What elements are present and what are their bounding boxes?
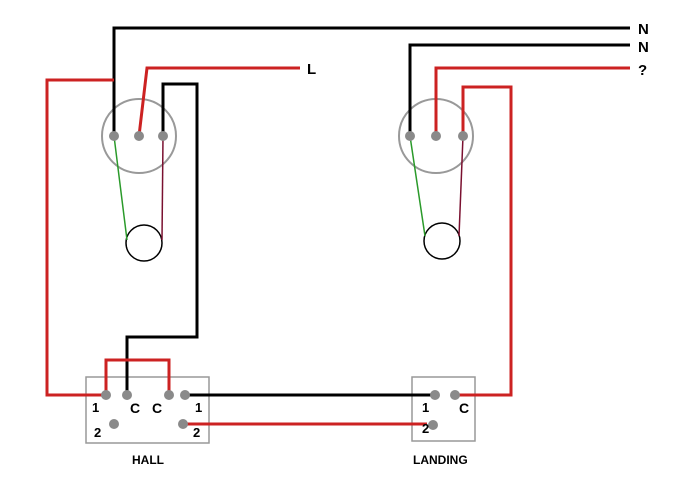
- rose-left-terminal-2: [134, 131, 144, 141]
- hall-label-right-1: 1: [195, 400, 202, 415]
- neutral-wire-1: [112, 26, 630, 136]
- live-wire: [137, 66, 300, 137]
- lamp-left-wire-green: [113, 135, 128, 241]
- rose-left-terminal-1: [109, 131, 119, 141]
- neutral-wire-2: [408, 43, 630, 136]
- live-feed-to-hall: [45, 78, 114, 397]
- ceiling-rose-left: [101, 98, 177, 174]
- label-unknown: ?: [638, 62, 647, 79]
- landing-switch-box: [411, 376, 476, 442]
- hall-switch-box: [85, 376, 210, 444]
- rose-right-terminal-2: [431, 131, 441, 141]
- lamp-right: [423, 222, 461, 260]
- hall-terminal-r2: [178, 419, 188, 429]
- lamp-left: [125, 224, 163, 262]
- hall-common-link: [104, 358, 171, 395]
- landing-label-2: 2: [422, 421, 429, 436]
- label-neutral-2: N: [638, 39, 649, 56]
- landing-terminal-2: [428, 420, 438, 430]
- hall-terminal-rc: [164, 390, 174, 400]
- rose-left-terminal-3: [158, 131, 168, 141]
- lamp-right-wire-green: [409, 135, 426, 237]
- hall-switch-name: HALL: [132, 453, 164, 467]
- hall-label-left-c: C: [130, 400, 140, 416]
- landing-common-wire: [455, 85, 513, 397]
- hall-label-right-2: 2: [193, 425, 200, 440]
- rose-right-terminal-1: [405, 131, 415, 141]
- lamp-right-wire-brown: [458, 135, 464, 237]
- hall-terminal-r1: [180, 390, 190, 400]
- landing-terminal-1: [430, 390, 440, 400]
- label-live: L: [307, 61, 316, 78]
- unknown-wire: [434, 66, 630, 136]
- landing-terminal-c: [450, 390, 460, 400]
- lamp-left-wire-brown: [161, 135, 164, 241]
- label-neutral-1: N: [638, 21, 649, 38]
- landing-label-c: C: [459, 400, 469, 416]
- hall-terminal-l2: [109, 419, 119, 429]
- hall-terminal-lc: [122, 390, 132, 400]
- switch-return-wire: [125, 82, 199, 395]
- landing-label-1: 1: [422, 400, 429, 415]
- landing-switch-name: LANDING: [413, 453, 468, 467]
- hall-terminal-l1: [101, 390, 111, 400]
- rose-right-terminal-3: [458, 131, 468, 141]
- hall-label-right-c: C: [152, 400, 162, 416]
- hall-label-left-1: 1: [92, 400, 99, 415]
- hall-label-left-2: 2: [94, 425, 101, 440]
